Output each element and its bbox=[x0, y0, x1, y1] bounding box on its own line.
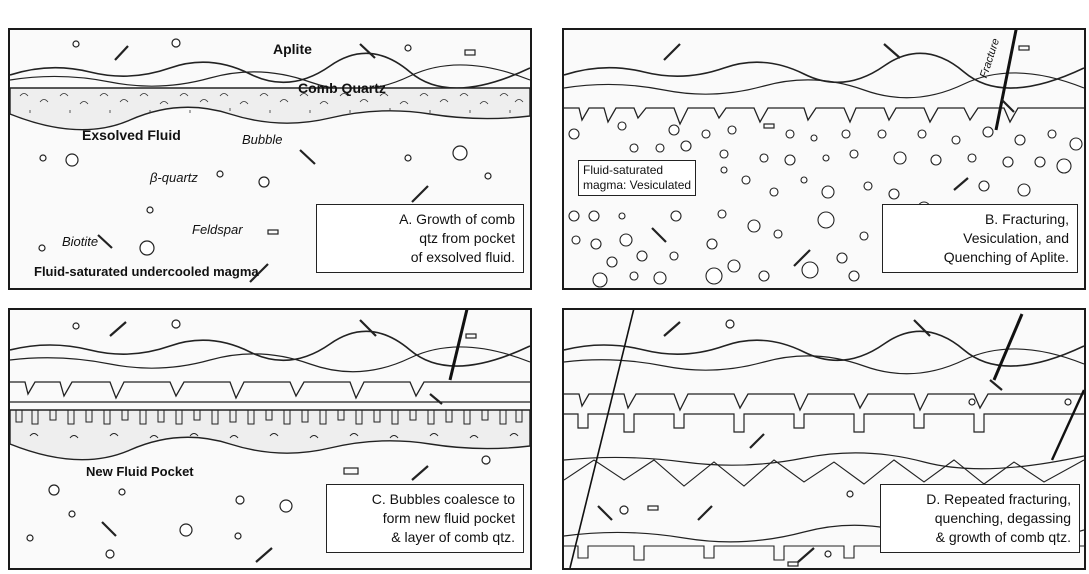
caption-b-line-3: Quenching of Aplite. bbox=[891, 248, 1069, 267]
caption-a-line-3: of exsolved fluid. bbox=[325, 248, 515, 267]
label-fluid-saturated-line-1: Fluid-saturated bbox=[583, 163, 691, 178]
panel-b: Fracture Fluid-saturated magma: Vesicula… bbox=[562, 28, 1086, 290]
comb-quartz-layer bbox=[10, 88, 530, 130]
caption-a-line-2: qtz from pocket bbox=[325, 229, 515, 248]
caption-b: B. Fracturing, Vesiculation, and Quenchi… bbox=[882, 204, 1078, 273]
caption-d-line-3: & growth of comb qtz. bbox=[889, 528, 1071, 547]
panel-d: D. Repeated fracturing, quenching, degas… bbox=[562, 308, 1086, 570]
aplite-boundary bbox=[10, 53, 530, 88]
caption-c-line-1: C. Bubbles coalesce to bbox=[335, 490, 515, 509]
label-comb-quartz: Comb Quartz bbox=[298, 80, 386, 96]
label-feldspar: Feldspar bbox=[192, 222, 243, 237]
label-exsolved-fluid: Exsolved Fluid bbox=[82, 127, 181, 143]
caption-d-line-2: quenching, degassing bbox=[889, 509, 1071, 528]
label-fluid-saturated-vesiculated: Fluid-saturated magma: Vesiculated bbox=[578, 160, 696, 196]
caption-b-line-1: B. Fracturing, bbox=[891, 210, 1069, 229]
quenched-comb-layer bbox=[564, 108, 1084, 124]
caption-a: A. Growth of comb qtz from pocket of exs… bbox=[316, 204, 524, 273]
panel-a: Aplite Comb Quartz Exsolved Fluid Bubble… bbox=[8, 28, 532, 290]
caption-c: C. Bubbles coalesce to form new fluid po… bbox=[326, 484, 524, 553]
caption-a-line-1: A. Growth of comb bbox=[325, 210, 515, 229]
caption-b-line-2: Vesiculation, and bbox=[891, 229, 1069, 248]
caption-c-line-2: form new fluid pocket bbox=[335, 509, 515, 528]
label-aplite: Aplite bbox=[273, 41, 312, 57]
label-beta-quartz: β-quartz bbox=[150, 170, 198, 185]
label-bubble: Bubble bbox=[242, 132, 282, 147]
label-magma: Fluid-saturated undercooled magma bbox=[34, 264, 259, 279]
label-biotite: Biotite bbox=[62, 234, 98, 249]
label-new-fluid-pocket: New Fluid Pocket bbox=[86, 464, 194, 479]
caption-d: D. Repeated fracturing, quenching, degas… bbox=[880, 484, 1080, 553]
label-fluid-saturated-line-2: magma: Vesiculated bbox=[583, 178, 691, 193]
caption-c-line-3: & layer of comb qtz. bbox=[335, 528, 515, 547]
caption-d-line-1: D. Repeated fracturing, bbox=[889, 490, 1071, 509]
panel-c: New Fluid Pocket C. Bubbles coalesce to … bbox=[8, 308, 532, 570]
